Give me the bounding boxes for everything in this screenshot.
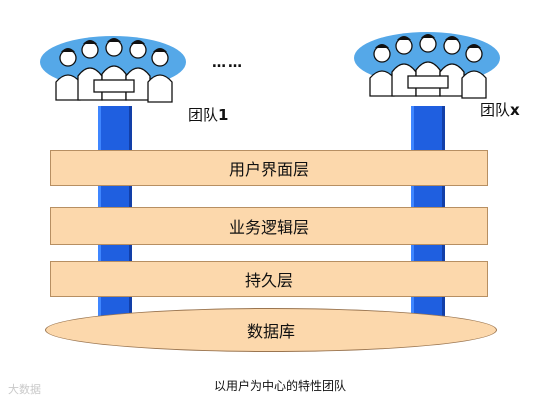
diagram-caption: 以用户为中心的特性团队 xyxy=(213,379,346,393)
team-1-label: 团队1 xyxy=(188,104,228,125)
team-x-label: 团队x xyxy=(480,99,520,120)
team-1-label-number: 1 xyxy=(218,106,229,124)
team-1-illustration-icon xyxy=(40,36,186,103)
database-layer-label: 数据库 xyxy=(246,322,295,341)
ellipsis-more-teams: …… xyxy=(212,55,244,71)
ui-layer: 用户界面层 xyxy=(50,150,488,186)
business-logic-layer-label: 业务逻辑层 xyxy=(228,218,309,237)
team-1-label-text: 团队 xyxy=(188,106,219,124)
persistence-layer: 持久层 xyxy=(50,261,488,297)
team-x-illustration-icon xyxy=(354,32,500,99)
ui-layer-label: 用户界面层 xyxy=(228,160,309,179)
database-layer: 数据库 xyxy=(45,308,497,352)
persistence-layer-label: 持久层 xyxy=(244,271,293,290)
watermark-text: 大数据 xyxy=(8,383,41,396)
team-x-label-text: 团队 xyxy=(480,101,511,119)
business-logic-layer: 业务逻辑层 xyxy=(50,207,488,245)
team-x-label-number: x xyxy=(510,101,520,119)
